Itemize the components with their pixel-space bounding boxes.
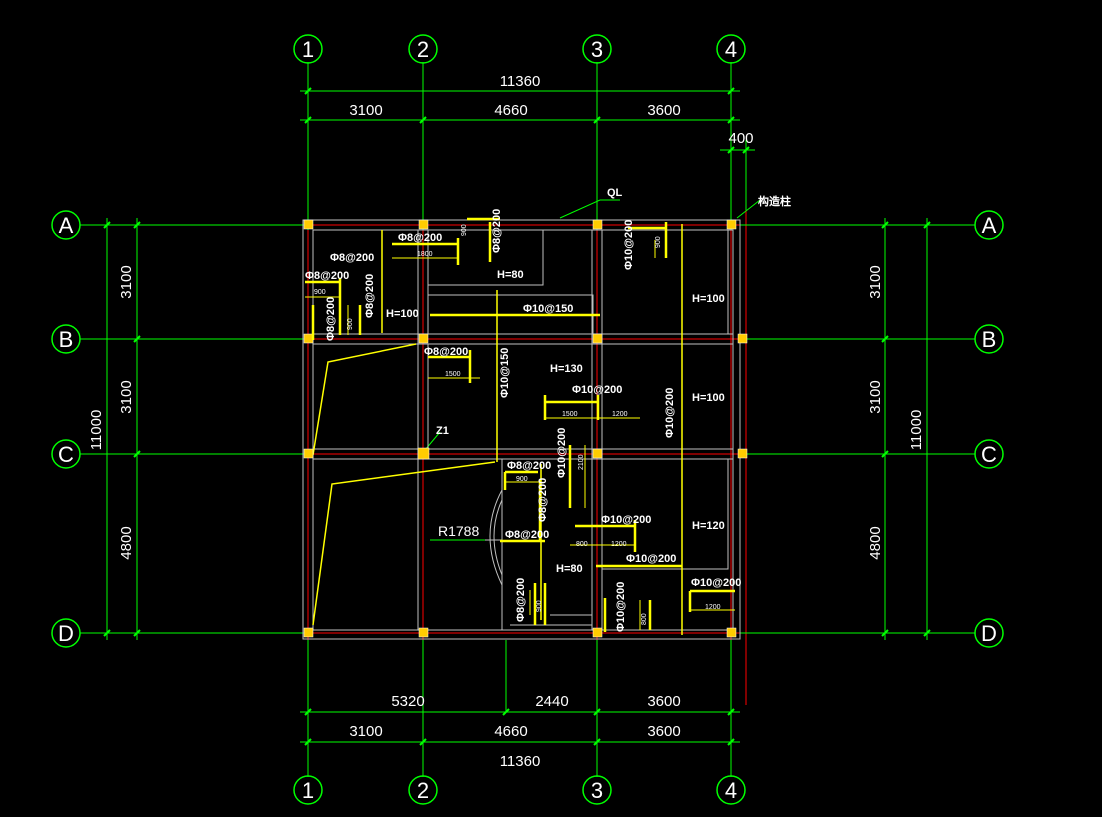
dim-bottom-lower-3: 3600 [647, 723, 680, 740]
axis-label-d-left: D [58, 621, 74, 646]
rebar-label-11: Φ10@200 [572, 384, 622, 396]
axis-label-4-bottom: 4 [725, 778, 737, 803]
slab-label-h80-top: H=80 [497, 269, 524, 281]
axis-label-c-left: C [58, 442, 74, 467]
small-dim-10: 800 [576, 541, 588, 548]
rebar-label-13: Φ8@200 [507, 460, 551, 472]
dim-top-offset: 400 [728, 130, 753, 147]
axis-label-b-right: B [982, 327, 997, 352]
axis-label-4-top: 4 [725, 37, 737, 62]
rebar-label-8: Φ10@200 [623, 220, 635, 270]
small-dim-11: 1200 [611, 541, 627, 548]
rebar-lines [305, 217, 735, 632]
slab-label-h120: H=120 [692, 520, 725, 532]
z1-label: Z1 [436, 425, 449, 437]
dim-bottom-upper-3: 3600 [647, 693, 680, 710]
small-dim-14: 1200 [705, 604, 721, 611]
slab-label-h100-left: H=100 [386, 308, 419, 320]
dim-right-total: 11000 [908, 410, 925, 451]
dim-bottom-upper-2: 2440 [535, 693, 568, 710]
rebar-label-18: Φ10@200 [626, 553, 676, 565]
rebar-label-17: Φ8@200 [505, 529, 549, 541]
rebar-label-15: Φ8@200 [537, 478, 549, 522]
dim-bottom-total: 11360 [500, 753, 541, 770]
axis-label-2-bottom: 2 [417, 778, 429, 803]
axis-label-c-right: C [981, 442, 997, 467]
axis-label-b-left: B [59, 327, 74, 352]
dim-left-span-3: 4800 [118, 526, 135, 559]
walls [302, 219, 741, 640]
axis-bubbles [51, 34, 1004, 805]
dim-top-span-2: 4660 [494, 102, 527, 119]
axis-label-a-left: A [59, 213, 74, 238]
dim-left-span-1: 3100 [118, 265, 135, 298]
small-dim-4: 900 [461, 224, 468, 236]
small-dim-9: 900 [516, 476, 528, 483]
dim-left-total: 11000 [88, 410, 105, 451]
small-dim-13: 900 [536, 600, 543, 612]
dim-top-span-3: 3600 [647, 102, 680, 119]
rebar-label-5: Φ8@200 [325, 297, 337, 341]
dim-right-span-1: 3100 [867, 265, 884, 298]
small-dim-15: 800 [641, 613, 648, 625]
axis-label-a-right: A [982, 213, 997, 238]
rebar-label-19: Φ10@200 [691, 577, 741, 589]
dim-left-span-2: 3100 [118, 380, 135, 413]
rebar-label-4: Φ8@200 [364, 274, 376, 318]
beam-label: QL [607, 187, 623, 199]
dim-bottom-lower-1: 3100 [349, 723, 382, 740]
small-dim-7: 1200 [612, 411, 628, 418]
slab-label-h100-right-top: H=100 [692, 293, 725, 305]
small-dim-2: 900 [314, 289, 326, 296]
axis-label-3-top: 3 [591, 37, 603, 62]
rebar-label-3: Φ8@200 [305, 270, 349, 282]
rebar-label-6: Φ8@200 [491, 209, 503, 253]
rebar-label-21: Φ10@200 [615, 582, 627, 632]
slab-label-h100-right-mid: H=100 [692, 392, 725, 404]
axis-label-1-bottom: 1 [302, 778, 314, 803]
small-dim-3: 900 [347, 318, 354, 330]
dim-top-total: 11360 [500, 73, 541, 90]
rebar-label-12: Φ10@200 [664, 388, 676, 438]
small-dim-5: 1500 [445, 371, 461, 378]
columns [303, 219, 748, 638]
slab-label-h80-bottom: H=80 [556, 563, 583, 575]
dim-bottom-lower-2: 4660 [494, 723, 527, 740]
dim-bottom-upper-1: 5320 [391, 693, 424, 710]
slab-outlines [312, 224, 683, 635]
axis-label-1-top: 1 [302, 37, 314, 62]
rebar-label-7: Φ10@150 [523, 303, 573, 315]
column-type-label: 构造柱 [758, 194, 791, 208]
rebar-label-20: Φ8@200 [515, 578, 527, 622]
dimension-ticks [103, 87, 931, 746]
dim-right-span-2: 3100 [867, 380, 884, 413]
rebar-label-14: Φ10@200 [556, 428, 568, 478]
small-dim-12: 900 [655, 236, 662, 248]
door-arc [485, 489, 503, 586]
rebar-label-1: Φ8@200 [398, 232, 442, 244]
rebar-label-9: Φ8@200 [424, 346, 468, 358]
dim-top-span-1: 3100 [349, 102, 382, 119]
radius-label: R1788 [438, 523, 479, 539]
axis-label-3-bottom: 3 [591, 778, 603, 803]
rebar-dim-lines [305, 240, 735, 630]
rebar-label-10: Φ10@150 [499, 348, 511, 398]
axis-label-d-right: D [981, 621, 997, 646]
dim-right-span-3: 4800 [867, 526, 884, 559]
rebar-label-2: Φ8@200 [330, 252, 374, 264]
axis-label-2-top: 2 [417, 37, 429, 62]
rebar-label-16: Φ10@200 [601, 514, 651, 526]
small-dim-6: 1500 [562, 411, 578, 418]
slab-label-h130: H=130 [550, 363, 583, 375]
small-dim-8: 2100 [578, 454, 585, 470]
small-dim-1: 1800 [417, 251, 433, 258]
grid-lines [80, 62, 975, 777]
